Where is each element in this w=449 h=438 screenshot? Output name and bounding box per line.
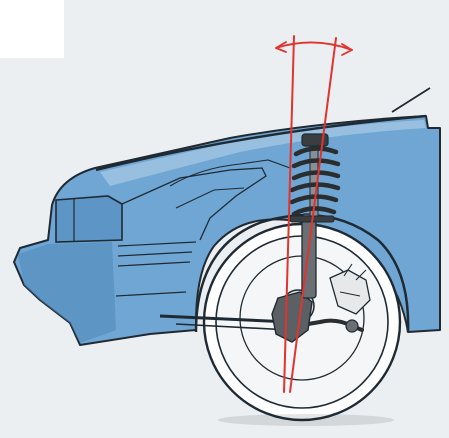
caliper-detail	[339, 263, 367, 297]
bumper-shade	[18, 242, 116, 343]
headlight	[55, 195, 123, 243]
ground-shadow	[218, 414, 394, 426]
ball-joint	[345, 319, 359, 333]
hood-highlight	[100, 120, 426, 186]
lower-arm-front	[159, 314, 291, 324]
inclination-angle-arc	[275, 41, 353, 51]
hood-edge	[95, 114, 427, 172]
inclination-axes	[275, 35, 353, 393]
kingpin-axis-line	[289, 37, 337, 393]
corner-patch	[0, 0, 64, 58]
arrowhead-left-icon	[275, 41, 287, 53]
grille-lines	[115, 241, 197, 297]
arrowhead-right-icon	[341, 43, 353, 56]
engine-bay-contour	[169, 159, 291, 209]
coil-spring	[289, 146, 341, 217]
vertical-reference-line	[283, 35, 295, 393]
antenna	[391, 87, 431, 113]
lower-arm-rear	[175, 323, 291, 331]
